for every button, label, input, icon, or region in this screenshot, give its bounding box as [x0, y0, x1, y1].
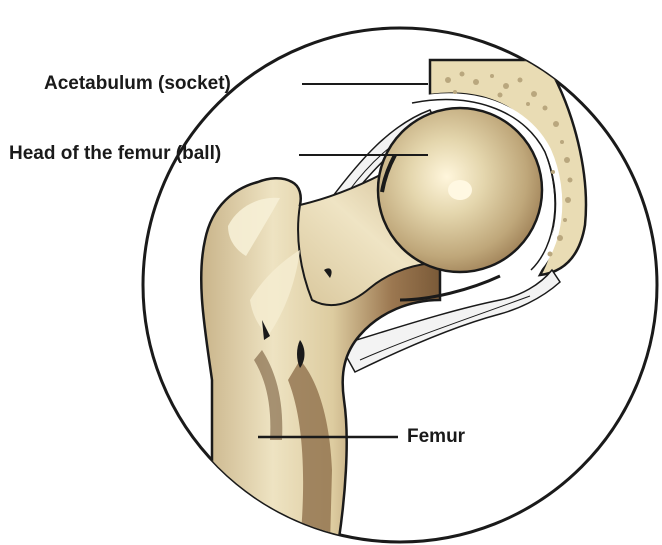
acetabulum-label: Acetabulum (socket) — [44, 74, 231, 93]
femur-label: Femur — [407, 427, 465, 446]
femoral-head-label: Head of the femur (ball) — [9, 144, 221, 163]
